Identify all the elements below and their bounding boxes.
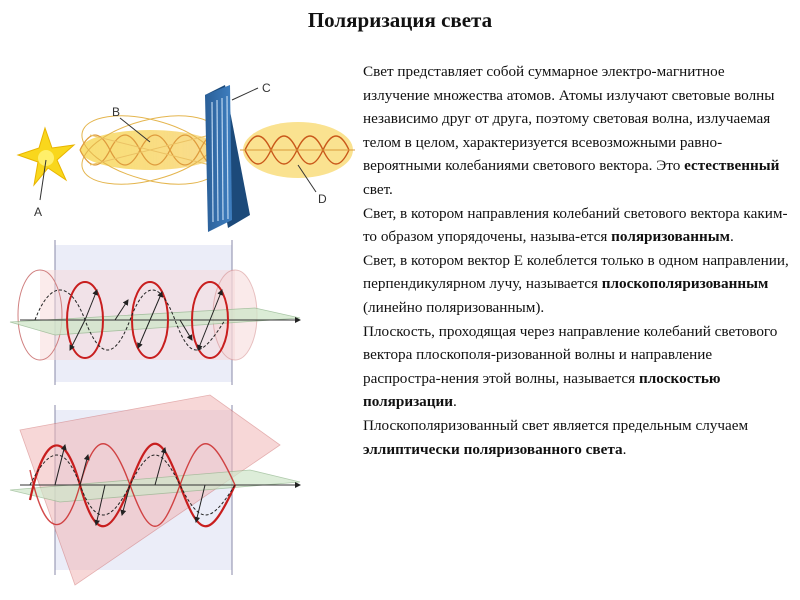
term-polarization-plane: плоскостью поляризации: [363, 369, 721, 411]
term-plane-polarized: плоскополяризованным: [601, 275, 769, 293]
slide-title: Поляризация света: [307, 8, 493, 32]
polarized-beam: [240, 122, 355, 178]
paragraph-plane-polarized: Свет, в котором вектор Е колеблется толь…: [363, 251, 789, 316]
label-a: A: [34, 205, 42, 219]
polarizer-figure: A B C: [16, 81, 355, 232]
term-polarized: поляризованным: [611, 228, 730, 246]
paragraph-polarized-light: Свет, в котором направления колебаний св…: [363, 204, 788, 246]
term-elliptical: эллиптически поляризованного света: [363, 440, 623, 458]
paragraph-polarization-plane: Плоскость, проходящая через направление …: [363, 322, 778, 411]
plane-polarization-figure: [9, 394, 301, 586]
label-c: C: [262, 81, 271, 95]
term-natural: естественный: [684, 157, 780, 175]
paragraph-natural-light: Свет представляет собой суммарное электр…: [363, 63, 780, 198]
unpolarized-beam: [79, 115, 221, 185]
body-text: Свет представляет собой суммарное электр…: [363, 60, 793, 461]
polarizer-plate: [205, 85, 250, 232]
elliptical-polarization-figure: [9, 240, 301, 385]
paragraph-elliptical: Плоскополяризованный свет является преде…: [363, 416, 749, 458]
label-d: D: [318, 192, 327, 206]
label-b: B: [112, 105, 120, 119]
